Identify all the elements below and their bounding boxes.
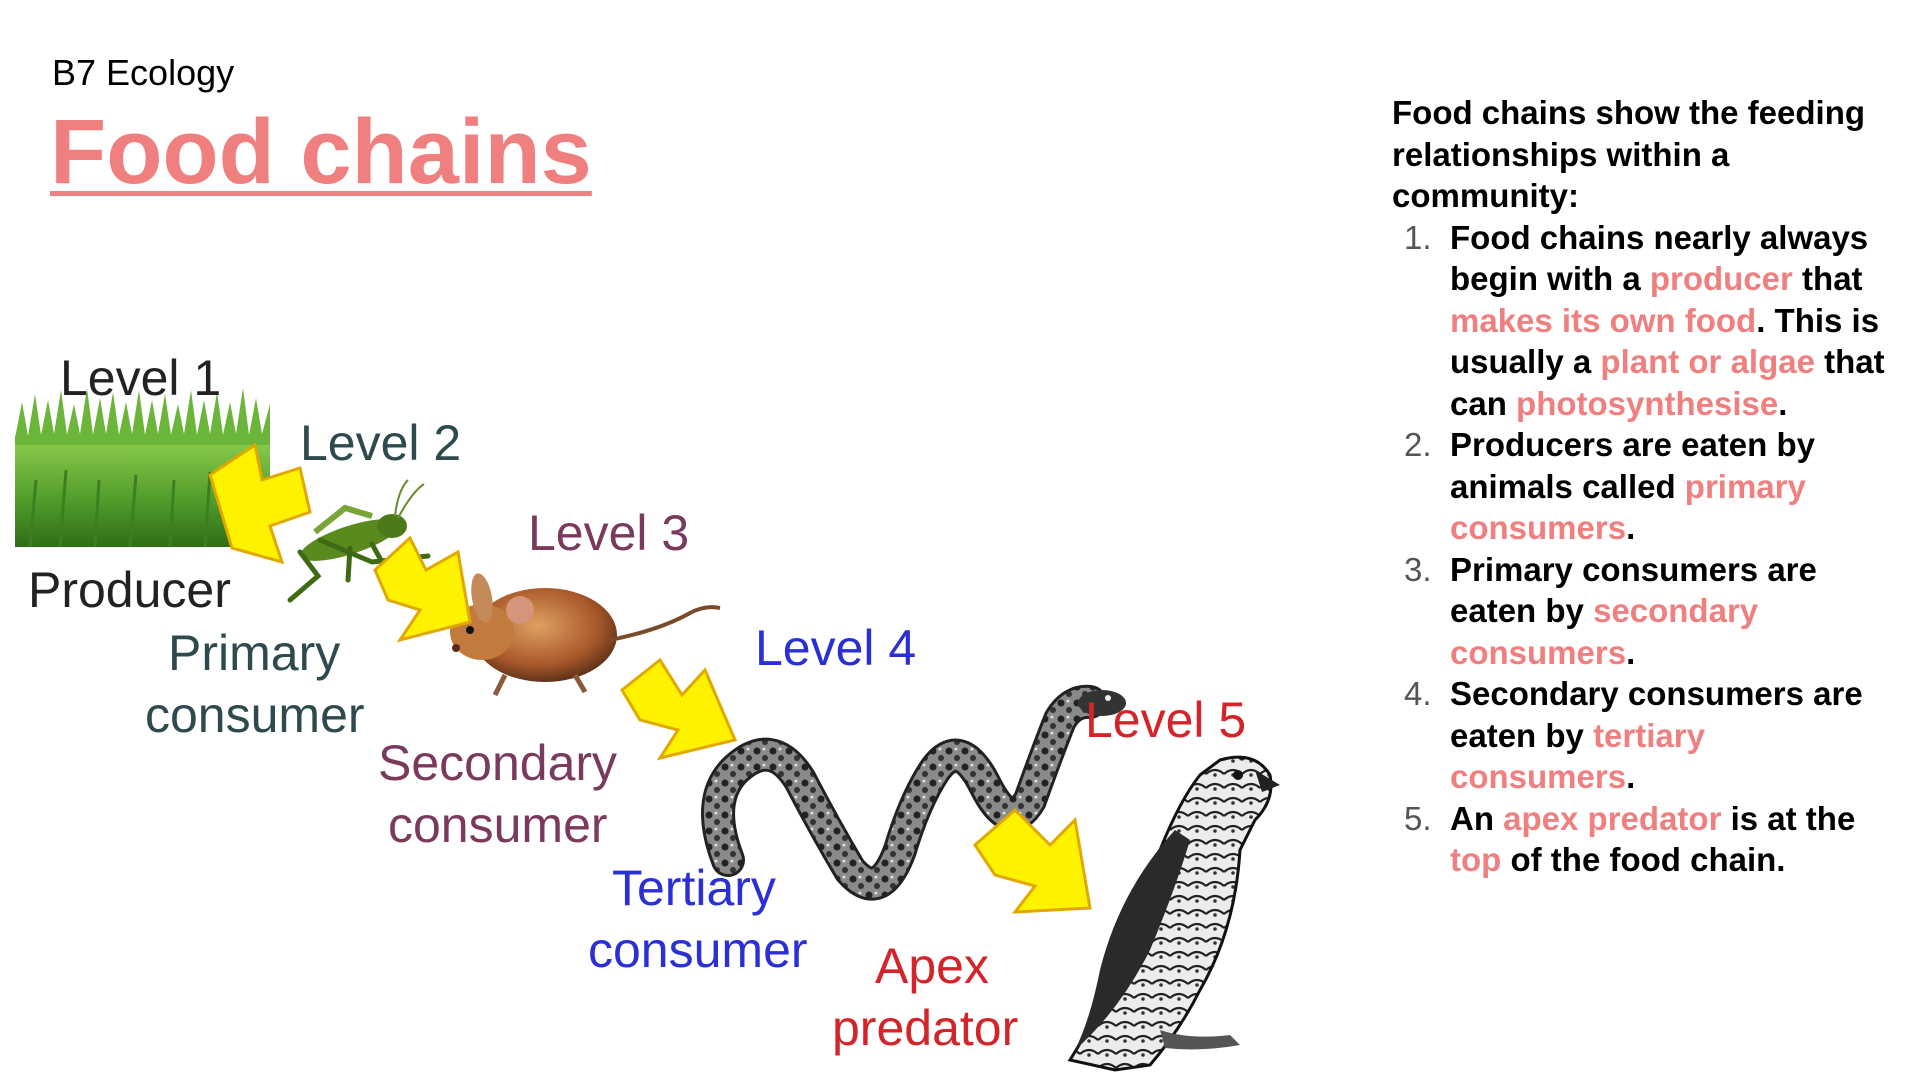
level-1-label: Level 1 (60, 350, 222, 406)
list-item-number: 1. (1404, 218, 1432, 256)
list-item-text: . (1626, 509, 1636, 546)
hawk-illustration (1067, 755, 1280, 1072)
level-2-label: Level 2 (300, 415, 462, 471)
arrow-2-to-3 (373, 535, 472, 643)
mouse-illustration (450, 573, 721, 697)
grasshopper-illustration (287, 479, 431, 603)
highlighted-term: producer (1649, 260, 1793, 297)
highlighted-term: secondary consumers (1450, 592, 1759, 671)
highlighted-term: top (1450, 841, 1502, 878)
level-5-label: Level 5 (1085, 692, 1247, 748)
list-item: 2.Producers are eaten by animals called … (1392, 424, 1892, 549)
page-title: Food chains (50, 101, 592, 203)
list-item-text: that can (1450, 343, 1885, 422)
level-4-label: Level 4 (755, 620, 917, 676)
producer-label: Producer (28, 562, 231, 618)
list-item-text: Primary consumers are eaten by (1450, 550, 1817, 630)
highlighted-term: primary consumers (1450, 467, 1806, 547)
list-item-text: that (1792, 260, 1863, 297)
list-item-number: 4. (1404, 675, 1432, 712)
highlighted-term: apex predator (1503, 799, 1722, 837)
list-item-text: An (1450, 799, 1504, 837)
list-item-number: 3. (1404, 550, 1432, 588)
list-item-text: Secondary consumers are eaten by (1450, 675, 1863, 754)
secondary-consumer-label-line2: consumer (388, 797, 608, 853)
highlighted-term: photosynthesise (1516, 384, 1779, 422)
highlighted-term: tertiary consumers (1450, 716, 1705, 796)
highlighted-term: makes its own food (1450, 301, 1757, 339)
numbered-list: 1. Food chains nearly always begin with a… (1392, 217, 1892, 881)
list-item: 5. An apex predator is at the top of the … (1392, 798, 1892, 881)
unit-subtitle: B7 Ecology (52, 52, 235, 93)
level-3-label: Level 3 (528, 505, 690, 561)
list-item-number: 2. (1404, 426, 1432, 463)
list-item-text: Food chains nearly always begin with a (1450, 218, 1869, 298)
list-item-text: . (1626, 758, 1636, 795)
list-item-text: . This is usually a (1450, 301, 1880, 381)
list-item-text: Producers are eaten by animals called (1450, 426, 1815, 505)
snake-illustration (701, 684, 1126, 901)
list-item-number: 5. (1404, 799, 1432, 837)
food-chain-diagram: Level 1 Level 2 Level 3 Level 4 Level 5 … (0, 330, 1300, 1080)
list-item: 4. Secondary consumers are eaten by terti… (1392, 673, 1892, 798)
list-item-text: . (1778, 384, 1788, 422)
highlighted-term: plant or algae (1600, 343, 1815, 380)
food-chain-explanation-panel: Food chains show the feeding relationshi… (1392, 92, 1892, 881)
list-item-text: . (1626, 633, 1636, 671)
primary-consumer-label-line1: Primary (168, 625, 341, 681)
apex-predator-label-line2: predator (832, 1000, 1019, 1056)
secondary-consumer-label-line1: Secondary (378, 735, 618, 791)
arrow-3-to-4 (620, 657, 738, 761)
primary-consumer-label-line2: consumer (145, 687, 365, 743)
panel-intro: Food chains show the feeding relationshi… (1392, 94, 1866, 214)
tertiary-consumer-label-line1: Tertiary (612, 860, 776, 916)
arrow-4-to-5 (973, 807, 1092, 914)
arrow-1-to-2 (208, 442, 312, 565)
list-item: 1. Food chains nearly always begin with a… (1392, 217, 1892, 425)
list-item-text: is at the (1721, 799, 1856, 837)
list-item-text: of the food chain. (1501, 841, 1786, 878)
tertiary-consumer-label-line2: consumer (588, 922, 808, 978)
list-item: 3. Primary consumers are eaten by seconda… (1392, 549, 1892, 674)
apex-predator-label-line1: Apex (875, 938, 989, 994)
food-chain-artwork (15, 388, 1280, 1072)
